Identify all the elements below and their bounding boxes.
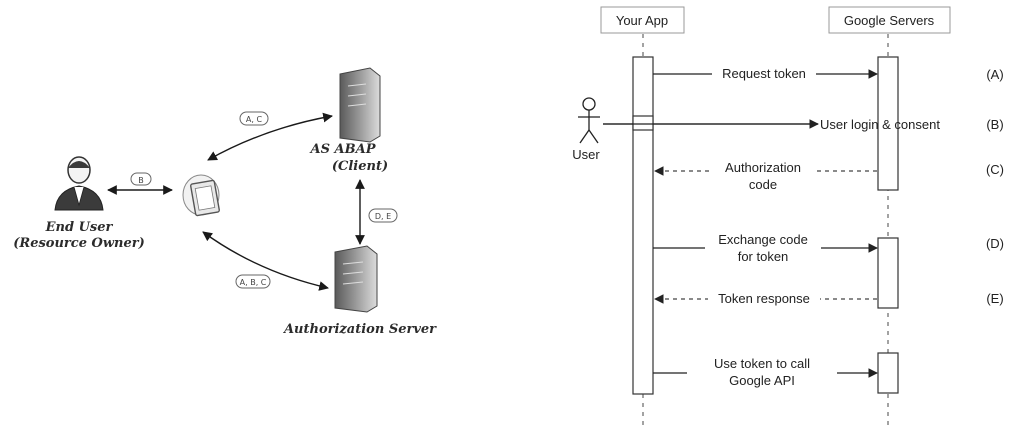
your-app-header: Your App	[600, 6, 685, 34]
tablet-icon	[182, 174, 220, 217]
end-user-sublabel: (Resource Owner)	[13, 236, 144, 251]
request-token-label: Request token	[722, 66, 806, 81]
client-sublabel: (Client)	[332, 159, 388, 174]
exchange-label-1: Exchange code	[718, 232, 808, 247]
auth-server-icon	[334, 245, 378, 313]
user-figure-icon	[578, 97, 600, 144]
google-activation-3	[877, 352, 899, 394]
step-label-a: (A)	[986, 67, 1003, 82]
user-login-label: User login & consent	[820, 117, 940, 132]
svg-text:B: B	[138, 176, 144, 185]
google-activation-2	[877, 237, 899, 309]
end-user-icon	[54, 156, 104, 211]
svg-text:A, B, C: A, B, C	[240, 278, 267, 287]
step-label-b: (B)	[986, 117, 1003, 132]
client-label: AS ABAP	[309, 142, 377, 157]
svg-text:A, C: A, C	[246, 115, 263, 124]
auth-code-label-1: Authorization	[725, 160, 801, 175]
google-servers-label: Google Servers	[844, 13, 935, 28]
use-token-label-2: Google API	[729, 373, 795, 388]
your-app-activation	[632, 56, 654, 395]
google-servers-header: Google Servers	[828, 6, 951, 34]
step-label-d: (D)	[986, 236, 1004, 251]
end-user-label: End User	[45, 220, 114, 235]
pill-user: B	[130, 172, 152, 186]
google-activation-1	[877, 56, 899, 191]
pill-client: A, C	[239, 111, 269, 126]
auth-server-label: Authorization Server	[282, 322, 437, 337]
tablet-auth-arrow	[202, 231, 329, 291]
client-server-icon	[339, 67, 381, 143]
left-oauth-diagram: End User (Resource Owner) B AS ABAP (Cli…	[13, 67, 437, 337]
use-token-label-1: Use token to call	[714, 356, 810, 371]
token-response-label: Token response	[718, 291, 810, 306]
exchange-label-2: for token	[738, 249, 789, 264]
pill-auth: A, B, C	[235, 274, 271, 289]
pill-server: D, E	[368, 208, 398, 223]
user-label: User	[572, 147, 600, 162]
right-sequence-diagram: Your App Google Servers User Request tok…	[572, 6, 1004, 425]
your-app-label: Your App	[616, 13, 668, 28]
step-label-e: (E)	[986, 291, 1003, 306]
step-label-c: (C)	[986, 162, 1004, 177]
svg-text:D, E: D, E	[375, 212, 391, 221]
client-tablet-arrow	[207, 112, 333, 161]
auth-code-label-2: code	[749, 177, 777, 192]
